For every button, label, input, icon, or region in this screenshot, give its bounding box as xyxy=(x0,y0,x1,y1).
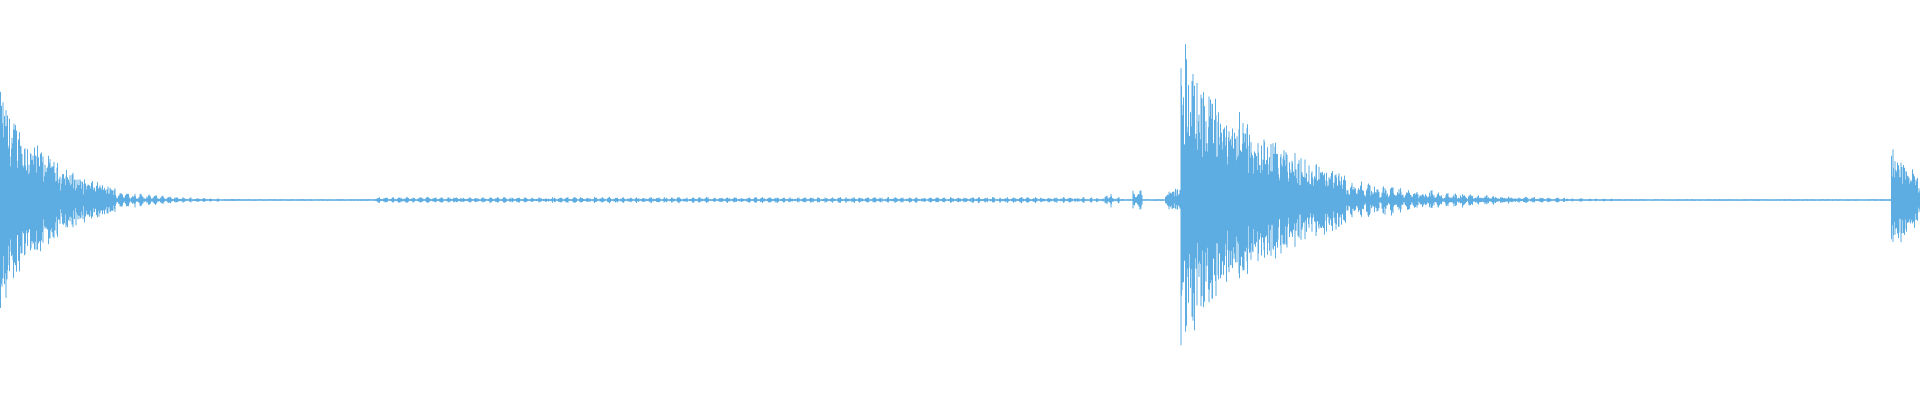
waveform-path xyxy=(0,44,1920,346)
waveform-lines xyxy=(0,44,1920,346)
